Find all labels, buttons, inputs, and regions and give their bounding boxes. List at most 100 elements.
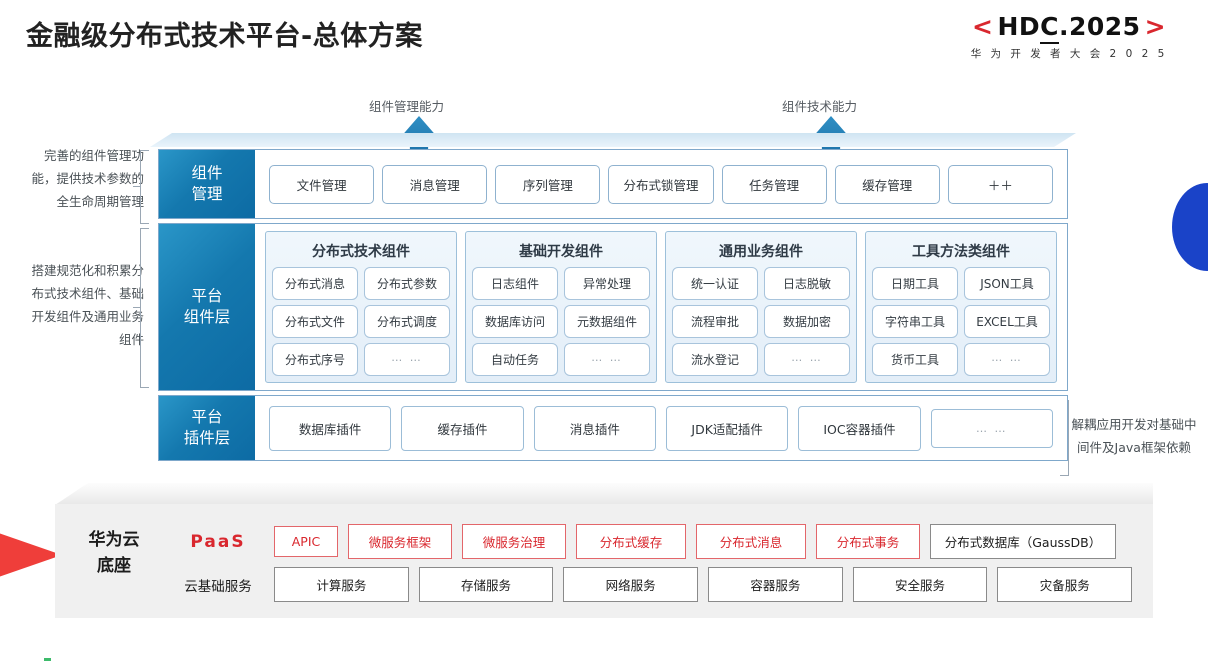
- hdc-text-underlined: C: [1040, 12, 1059, 44]
- iaas-box-disaster-recovery[interactable]: 灾备服务: [997, 567, 1133, 602]
- group-title: 通用业务组件: [719, 244, 803, 260]
- pill-cache-management[interactable]: 缓存管理: [834, 164, 940, 204]
- hdc-text-a: HD: [997, 12, 1041, 41]
- iaas-box-network[interactable]: 网络服务: [563, 567, 699, 602]
- plug-message[interactable]: 消息插件: [533, 405, 656, 451]
- cell-more[interactable]: … …: [564, 343, 650, 376]
- arrow-caption-technology: 组件技术能力: [782, 99, 858, 114]
- cell-currency-tool[interactable]: 货币工具: [872, 343, 958, 376]
- red-arrow-decoration: [0, 512, 62, 598]
- layer-label-line2: 管理: [191, 185, 223, 203]
- group-title: 分布式技术组件: [312, 244, 410, 260]
- layer-label-platform-plugins: 平台 插件层: [159, 396, 255, 460]
- layer-label-line2: 插件层: [183, 429, 231, 447]
- cell-data-encryption[interactable]: 数据加密: [764, 305, 850, 338]
- iaas-box-security[interactable]: 安全服务: [852, 567, 988, 602]
- cell-process-approval[interactable]: 流程审批: [672, 305, 758, 338]
- group-grid: 日志组件 异常处理 数据库访问 元数据组件 自动任务 … …: [472, 267, 650, 376]
- cell-unified-auth[interactable]: 统一认证: [672, 267, 758, 300]
- plug-cache[interactable]: 缓存插件: [401, 405, 524, 451]
- hdc-logo-main: <HDC.2025>: [944, 12, 1194, 44]
- cell-distributed-schedule[interactable]: 分布式调度: [364, 305, 450, 338]
- hdc-text-b: .2025: [1058, 12, 1141, 41]
- cell-metadata-component[interactable]: 元数据组件: [564, 305, 650, 338]
- layer-label-line1: 组件: [191, 164, 223, 183]
- pill-file-management[interactable]: 文件管理: [269, 164, 375, 204]
- group-title: 工具方法类组件: [912, 244, 1010, 260]
- plug-jdk-adapter[interactable]: JDK适配插件: [665, 405, 789, 451]
- pill-distributed-lock-management[interactable]: 分布式锁管理: [608, 164, 714, 204]
- side-note-left-top: 完善的组件管理功能，提供技术参数的全生命周期管理: [31, 148, 144, 210]
- paas-box-microservice-framework[interactable]: 微服务框架: [348, 524, 452, 559]
- brace-left-bottom: [140, 228, 149, 388]
- iaas-row: 云基础服务 计算服务 存储服务 网络服务 容器服务 安全服务 灾备服务: [172, 567, 1133, 602]
- cloud-base-bevel: [55, 483, 1153, 505]
- brace-nub-left-bottom: [133, 307, 140, 308]
- layer-component-management: 组件 管理 文件管理 消息管理 序列管理 分布式锁管理 任务管理 缓存管理 ＋＋: [158, 149, 1068, 219]
- cell-transaction-record[interactable]: 流水登记: [672, 343, 758, 376]
- architecture-diagram: 组件 管理 文件管理 消息管理 序列管理 分布式锁管理 任务管理 缓存管理 ＋＋…: [150, 133, 1076, 478]
- cell-exception-handling[interactable]: 异常处理: [564, 267, 650, 300]
- paas-box-distributed-cache[interactable]: 分布式缓存: [576, 524, 686, 559]
- layer-label-line1: 平台: [191, 408, 223, 427]
- pill-task-management[interactable]: 任务管理: [721, 164, 827, 204]
- group-title: 基础开发组件: [519, 244, 603, 260]
- cell-log-masking[interactable]: 日志脱敏: [764, 267, 850, 300]
- iaas-row-label: 云基础服务: [184, 578, 252, 595]
- layer-platform-components: 平台 组件层 分布式技术组件 分布式消息 分布式参数 分布式文件 分布式调度 分…: [158, 223, 1068, 391]
- cell-string-tool[interactable]: 字符串工具: [872, 305, 958, 338]
- green-marker-decoration: [44, 658, 51, 661]
- cell-more[interactable]: … …: [964, 343, 1050, 376]
- cell-database-access[interactable]: 数据库访问: [472, 305, 558, 338]
- group-common-business: 通用业务组件 统一认证 日志脱敏 流程审批 数据加密 流水登记 … …: [665, 231, 857, 383]
- group-basic-development: 基础开发组件 日志组件 异常处理 数据库访问 元数据组件 自动任务 … …: [465, 231, 657, 383]
- paas-box-microservice-governance[interactable]: 微服务治理: [462, 524, 566, 559]
- cell-json-tool[interactable]: JSON工具: [964, 267, 1050, 300]
- side-note-left-bottom: 搭建规范化和积累分布式技术组件、基础开发组件及通用业务组件: [31, 263, 144, 348]
- plug-ioc-container[interactable]: IOC容器插件: [798, 405, 921, 451]
- pill-sequence-management[interactable]: 序列管理: [495, 164, 601, 204]
- cell-more[interactable]: … …: [764, 343, 850, 376]
- cell-distributed-message[interactable]: 分布式消息: [272, 267, 358, 300]
- cell-date-tool[interactable]: 日期工具: [872, 267, 958, 300]
- cloud-base-title-line2: 底座: [97, 556, 131, 577]
- iaas-box-storage[interactable]: 存储服务: [418, 567, 554, 602]
- paas-box-distributed-transaction[interactable]: 分布式事务: [816, 524, 920, 559]
- cell-auto-task[interactable]: 自动任务: [472, 343, 558, 376]
- pill-message-management[interactable]: 消息管理: [382, 164, 488, 204]
- layer-body-component-management: 文件管理 消息管理 序列管理 分布式锁管理 任务管理 缓存管理 ＋＋: [255, 150, 1067, 218]
- layer-label-line2: 组件层: [183, 308, 231, 326]
- cell-distributed-file[interactable]: 分布式文件: [272, 305, 358, 338]
- pill-add-more[interactable]: ＋＋: [947, 164, 1053, 204]
- hdc-logo-subtitle: 华 为 开 发 者 大 会 2 0 2 5: [970, 48, 1168, 60]
- brace-left-top: [140, 150, 149, 224]
- page-title: 金融级分布式技术平台-总体方案: [26, 21, 423, 52]
- plug-more[interactable]: … …: [930, 408, 1053, 448]
- iaas-box-compute[interactable]: 计算服务: [274, 567, 409, 602]
- layer-body-platform-plugins: 数据库插件 缓存插件 消息插件 JDK适配插件 IOC容器插件 … …: [255, 396, 1067, 460]
- cloud-base-title: 华为云 底座: [72, 527, 156, 580]
- iaas-box-container[interactable]: 容器服务: [708, 567, 843, 602]
- cloud-base-title-line1: 华为云: [88, 530, 140, 550]
- layer-label-platform-components: 平台 组件层: [159, 224, 255, 390]
- cell-more[interactable]: … …: [364, 343, 450, 376]
- paas-box-distributed-message[interactable]: 分布式消息: [696, 524, 806, 559]
- paas-box-apic[interactable]: APIC: [274, 526, 338, 557]
- cell-distributed-parameter[interactable]: 分布式参数: [364, 267, 450, 300]
- side-note-right: 解耦应用开发对基础中间件及Java框架依赖: [1071, 417, 1197, 456]
- layer-body-platform-components: 分布式技术组件 分布式消息 分布式参数 分布式文件 分布式调度 分布式序号 … …: [255, 224, 1067, 390]
- group-grid: 日期工具 JSON工具 字符串工具 EXCEL工具 货币工具 … …: [872, 267, 1050, 376]
- group-tool-methods: 工具方法类组件 日期工具 JSON工具 字符串工具 EXCEL工具 货币工具 ……: [865, 231, 1057, 383]
- hdc-logo: <HDC.2025> 华 为 开 发 者 大 会 2 0 2 5: [944, 12, 1194, 61]
- group-grid: 统一认证 日志脱敏 流程审批 数据加密 流水登记 … …: [672, 267, 850, 376]
- paas-row-label: PaaS: [190, 531, 246, 552]
- paas-box-distributed-database[interactable]: 分布式数据库（GaussDB）: [930, 524, 1116, 559]
- layer-label-component-management: 组件 管理: [159, 150, 255, 218]
- blue-circle-decoration: [1172, 183, 1208, 271]
- plug-database[interactable]: 数据库插件: [269, 405, 392, 451]
- cell-log-component[interactable]: 日志组件: [472, 267, 558, 300]
- layer-label-line1: 平台: [191, 287, 223, 306]
- cell-excel-tool[interactable]: EXCEL工具: [964, 305, 1050, 338]
- arrow-caption-management: 组件管理能力: [369, 99, 445, 114]
- cell-distributed-sequence[interactable]: 分布式序号: [272, 343, 358, 376]
